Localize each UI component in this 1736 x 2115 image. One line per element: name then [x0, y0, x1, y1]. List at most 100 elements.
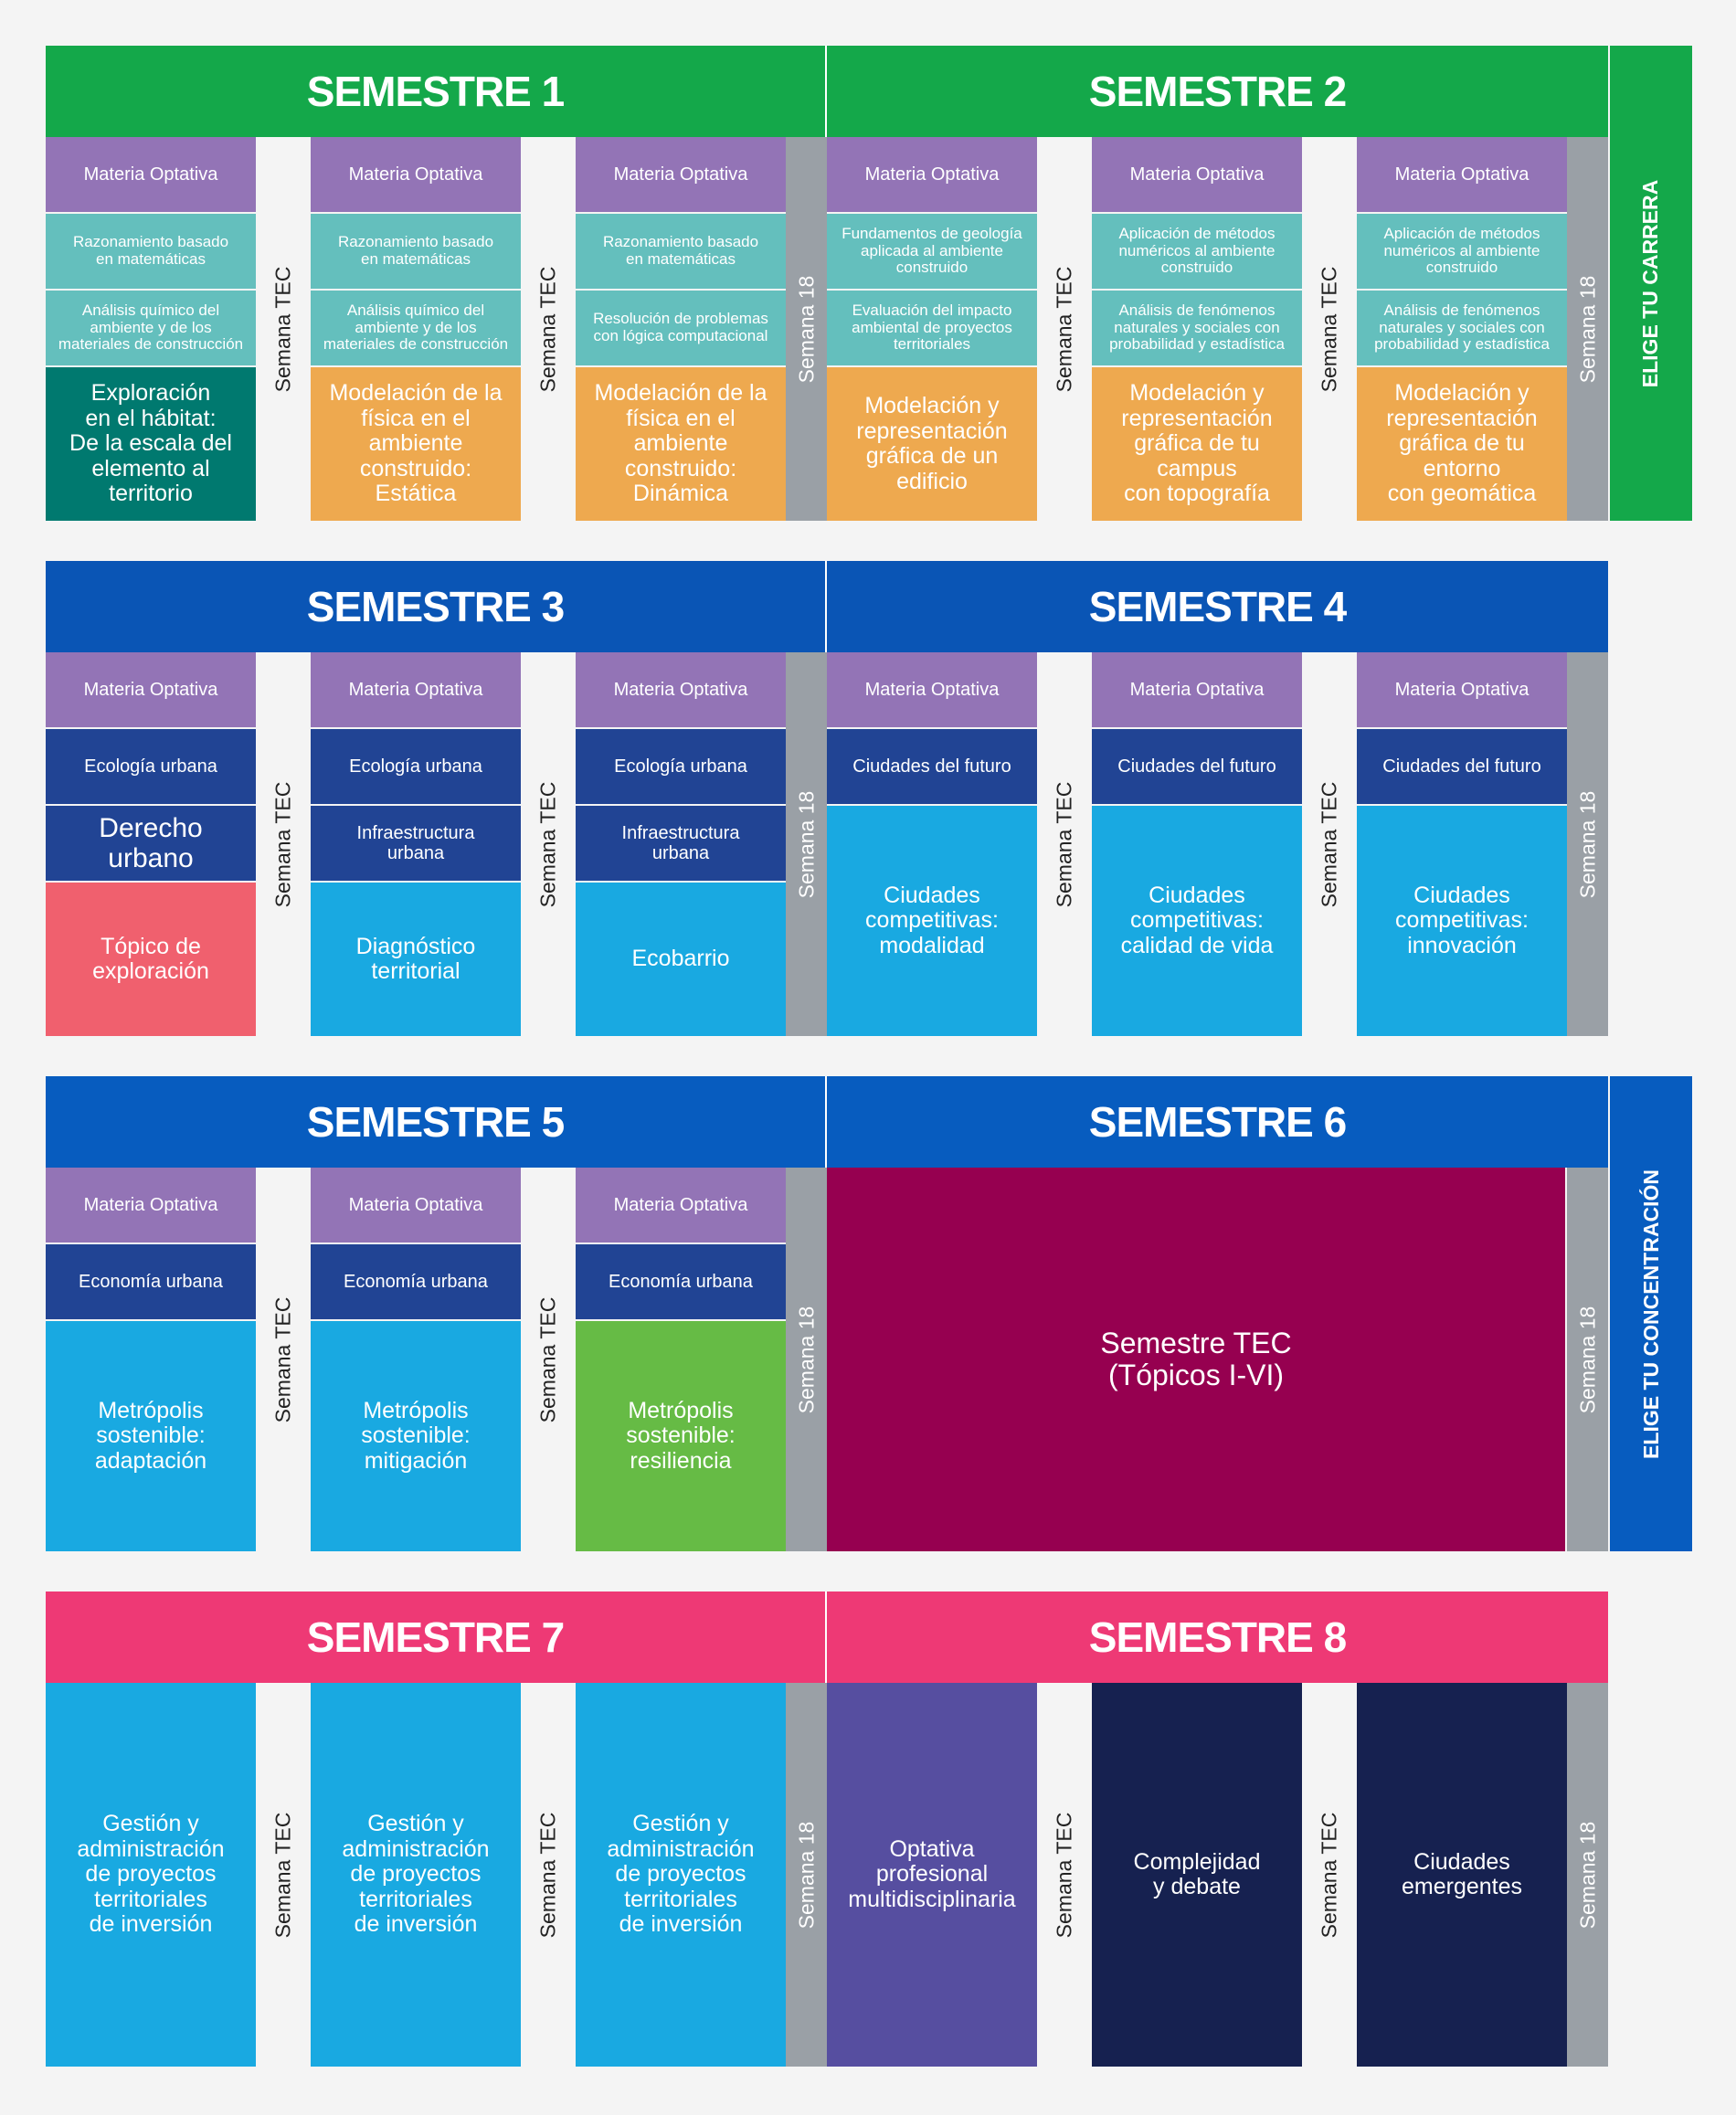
course-cell-s3-c1-2: Ecología urbana: [46, 729, 256, 804]
elige-tu-concentracion-label-text: ELIGE TU CONCENTRACIÓN: [1638, 1169, 1663, 1459]
course-cell-s5-c3-1: Materia Optativa: [576, 1168, 786, 1243]
course-cell-s3-c2-3: Infraestructura urbana: [311, 806, 521, 881]
course-cell-s2-c3-1: Materia Optativa: [1357, 137, 1567, 212]
semana-18-label: Semana 18: [786, 652, 827, 1036]
semana-tec-label: Semana TEC: [521, 1168, 576, 1551]
semana-tec-label-text: Semana TEC: [535, 266, 560, 392]
semana-tec-label-text: Semana TEC: [1052, 1812, 1076, 1938]
course-cell-s1-c3-2: Razonamiento basado en matemáticas: [576, 214, 786, 289]
course-cell-s5-c1-3: Metrópolis sostenible: adaptación: [46, 1321, 256, 1551]
course-cell-s4-c3-3: Ciudades competitivas: innovación: [1357, 806, 1567, 1036]
semana-tec-label-text: Semana TEC: [1052, 266, 1076, 392]
semana-tec-label: Semana TEC: [1037, 652, 1092, 1036]
course-cell-s7-c2-1: Gestión y administración de proyectos te…: [311, 1683, 521, 2067]
course-cell-s1-c1-1: Materia Optativa: [46, 137, 256, 212]
semana-tec-label: Semana TEC: [256, 1168, 311, 1551]
course-cell-s3-c2-2: Ecología urbana: [311, 729, 521, 804]
semana-tec-label: Semana TEC: [1302, 1683, 1357, 2067]
course-cell-s3-c1-4: Tópico de exploración: [46, 883, 256, 1036]
course-cell-s2-c3-3: Análisis de fenómenos naturales y social…: [1357, 291, 1567, 365]
semana-tec-label-text: Semana TEC: [1317, 781, 1341, 907]
course-cell-s1-c3-1: Materia Optativa: [576, 137, 786, 212]
course-cell-s7-c1-1: Gestión y administración de proyectos te…: [46, 1683, 256, 2067]
semana-tec-label: Semana TEC: [1037, 1683, 1092, 2067]
semana-tec-label: Semana TEC: [256, 1683, 311, 2067]
course-cell-s2-c3-2: Aplicación de métodos numéricos al ambie…: [1357, 214, 1567, 289]
semana-18-label: Semana 18: [1567, 652, 1608, 1036]
course-cell-s2-c2-3: Análisis de fenómenos naturales y social…: [1092, 291, 1302, 365]
semana-tec-label-text: Semana TEC: [535, 781, 560, 907]
semana-tec-label-text: Semana TEC: [1052, 781, 1076, 907]
course-cell-s1-c2-2: Razonamiento basado en matemáticas: [311, 214, 521, 289]
course-cell-s3-c1-3: Derecho urbano: [46, 806, 256, 881]
course-cell-s2-c3-4: Modelación y representación gráfica de t…: [1357, 367, 1567, 521]
course-cell-s1-c2-4: Modelación de la física en el ambiente c…: [311, 367, 521, 521]
course-cell-s1-c3-4: Modelación de la física en el ambiente c…: [576, 367, 786, 521]
course-cell-s1-c2-1: Materia Optativa: [311, 137, 521, 212]
course-cell-s5-c2-2: Economía urbana: [311, 1244, 521, 1319]
course-cell-s2-c1-1: Materia Optativa: [827, 137, 1037, 212]
semester-3-header: SEMESTRE 3: [46, 561, 827, 652]
course-cell-s1-c1-4: Exploración en el hábitat: De la escala …: [46, 367, 256, 521]
semana-tec-label: Semana TEC: [1037, 137, 1092, 521]
semana-18-label: Semana 18: [786, 1168, 827, 1551]
course-cell-s4-c3-2: Ciudades del futuro: [1357, 729, 1567, 804]
semana-tec-label: Semana TEC: [521, 137, 576, 521]
semana-18-label: Semana 18: [1567, 1168, 1608, 1551]
elige-tu-carrera-label: ELIGE TU CARRERA: [1610, 46, 1692, 521]
course-cell-s2-c2-2: Aplicación de métodos numéricos al ambie…: [1092, 214, 1302, 289]
course-cell-s1-c3-3: Resolución de problemas con lógica compu…: [576, 291, 786, 365]
course-cell-s3-c3-3: Infraestructura urbana: [576, 806, 786, 881]
elige-tu-concentracion-label: ELIGE TU CONCENTRACIÓN: [1610, 1076, 1692, 1551]
semester-2-header: SEMESTRE 2: [827, 46, 1608, 137]
course-cell-s5-c2-3: Metrópolis sostenible: mitigación: [311, 1321, 521, 1551]
semana-18-label-text: Semana 18: [1575, 1821, 1600, 1929]
semester-7-header: SEMESTRE 7: [46, 1592, 827, 1683]
course-cell-s7-c3-1: Gestión y administración de proyectos te…: [576, 1683, 786, 2067]
course-cell-s3-c2-1: Materia Optativa: [311, 652, 521, 727]
course-cell-s8-c3-1: Ciudades emergentes: [1357, 1683, 1567, 2067]
course-cell-s4-c2-3: Ciudades competitivas: calidad de vida: [1092, 806, 1302, 1036]
course-cell-s3-c2-4: Diagnóstico territorial: [311, 883, 521, 1036]
course-cell-s4-c3-1: Materia Optativa: [1357, 652, 1567, 727]
semana-18-label-text: Semana 18: [794, 275, 819, 383]
semana-tec-label-text: Semana TEC: [270, 266, 295, 392]
course-cell-s5-c2-1: Materia Optativa: [311, 1168, 521, 1243]
course-cell-s4-c2-2: Ciudades del futuro: [1092, 729, 1302, 804]
semana-tec-label: Semana TEC: [256, 652, 311, 1036]
course-cell-s8-c1-1: Optativa profesional multidisciplinaria: [827, 1683, 1037, 2067]
semana-18-label-text: Semana 18: [794, 1306, 819, 1413]
course-cell-s4-c2-1: Materia Optativa: [1092, 652, 1302, 727]
semana-tec-label: Semana TEC: [256, 137, 311, 521]
semester-1-header: SEMESTRE 1: [46, 46, 827, 137]
semana-tec-label: Semana TEC: [1302, 137, 1357, 521]
semana-tec-label-text: Semana TEC: [270, 781, 295, 907]
semana-18-label-text: Semana 18: [1575, 790, 1600, 898]
semester-tec-block: Semestre TEC (Tópicos I-VI): [827, 1168, 1565, 1551]
semana-tec-label-text: Semana TEC: [270, 1812, 295, 1938]
course-cell-s3-c3-2: Ecología urbana: [576, 729, 786, 804]
semana-tec-label: Semana TEC: [521, 1683, 576, 2067]
course-cell-s5-c3-3: Metrópolis sostenible: resiliencia: [576, 1321, 786, 1551]
course-cell-s1-c1-3: Análisis químico del ambiente y de los m…: [46, 291, 256, 365]
semana-18-label: Semana 18: [1567, 1683, 1608, 2067]
course-cell-s5-c1-1: Materia Optativa: [46, 1168, 256, 1243]
semester-5-header: SEMESTRE 5: [46, 1076, 827, 1168]
course-cell-s2-c1-2: Fundamentos de geología aplicada al ambi…: [827, 214, 1037, 289]
course-cell-s2-c1-3: Evaluación del impacto ambiental de proy…: [827, 291, 1037, 365]
semana-18-label: Semana 18: [786, 137, 827, 521]
semana-18-label: Semana 18: [1567, 137, 1608, 521]
course-cell-s2-c2-1: Materia Optativa: [1092, 137, 1302, 212]
semana-tec-label-text: Semana TEC: [1317, 1812, 1341, 1938]
semester-4-header: SEMESTRE 4: [827, 561, 1608, 652]
semana-tec-label-text: Semana TEC: [1317, 266, 1341, 392]
course-cell-s8-c2-1: Complejidad y debate: [1092, 1683, 1302, 2067]
semana-18-label: Semana 18: [786, 1683, 827, 2067]
course-cell-s2-c1-4: Modelación y representación gráfica de u…: [827, 367, 1037, 521]
course-cell-s1-c1-2: Razonamiento basado en matemáticas: [46, 214, 256, 289]
course-cell-s3-c1-1: Materia Optativa: [46, 652, 256, 727]
semana-tec-label-text: Semana TEC: [270, 1296, 295, 1422]
semana-tec-label-text: Semana TEC: [535, 1296, 560, 1422]
semana-tec-label-text: Semana TEC: [535, 1812, 560, 1938]
course-cell-s1-c2-3: Análisis químico del ambiente y de los m…: [311, 291, 521, 365]
